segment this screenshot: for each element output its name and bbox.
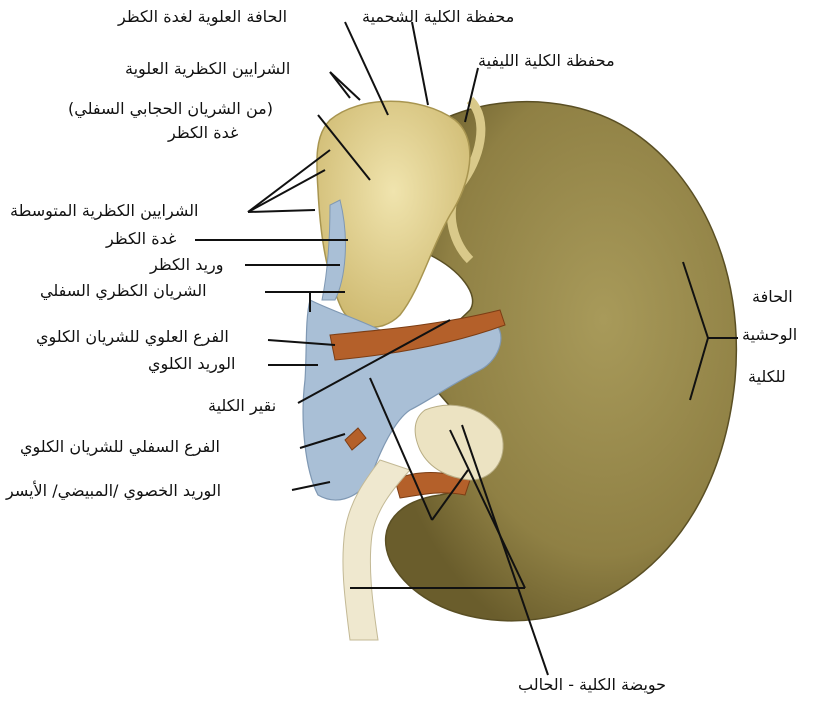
lower-branch-stub (344, 427, 367, 451)
label-adrenal-gland: غدة الكظر (106, 229, 177, 248)
label-inferior-adrenal-artery: الشريان الكظري السفلي (40, 281, 207, 300)
label-middle-adrenal-arteries: الشرايين الكظرية المتوسطة (10, 201, 199, 220)
label-adipose-capsule: محفظة الكلية الشحمية (362, 7, 515, 26)
label-adrenal-vein: وريد الكظر (150, 255, 224, 274)
label-upper-branch-renal-artery: الفرع العلوي للشريان الكلوي (36, 327, 229, 346)
label-gonadal-vein: الوريد الخصوي /المبيضي/ الأيسر (6, 481, 222, 500)
label-renal-pelvis-ureter: حويضة الكلية - الحالب (518, 675, 667, 694)
label-lateral-border-line1: الحافة (752, 287, 793, 306)
adrenal-vein-shape (321, 199, 346, 301)
label-inferior-phrenic-note: (من الشريان الحجابي السفلي) (68, 99, 273, 118)
label-renal-hilum: نقير الكلية (208, 396, 277, 415)
label-lateral-border-line3: للكلية (748, 367, 786, 386)
label-lateral-border-line2: الوحشية (742, 325, 798, 344)
label-adrenal-gland-top: غدة الكظر (168, 123, 239, 142)
ureter (342, 459, 411, 641)
label-fibrous-capsule: محفظة الكلية الليفية (478, 51, 615, 70)
label-superior-adrenal-arteries: الشرايين الكظرية العلوية (125, 59, 291, 78)
label-superior-border-adrenal: الحافة العلوية لغدة الكظر (118, 7, 288, 26)
kidney-body (384, 100, 738, 622)
leader-lines (195, 21, 738, 676)
adrenal-gland (316, 100, 471, 329)
renal-artery-upper (329, 309, 506, 361)
label-renal-vein: الوريد الكلوي (148, 354, 236, 373)
label-lower-branch-renal-artery: الفرع السفلي للشريان الكلوي (20, 437, 220, 456)
